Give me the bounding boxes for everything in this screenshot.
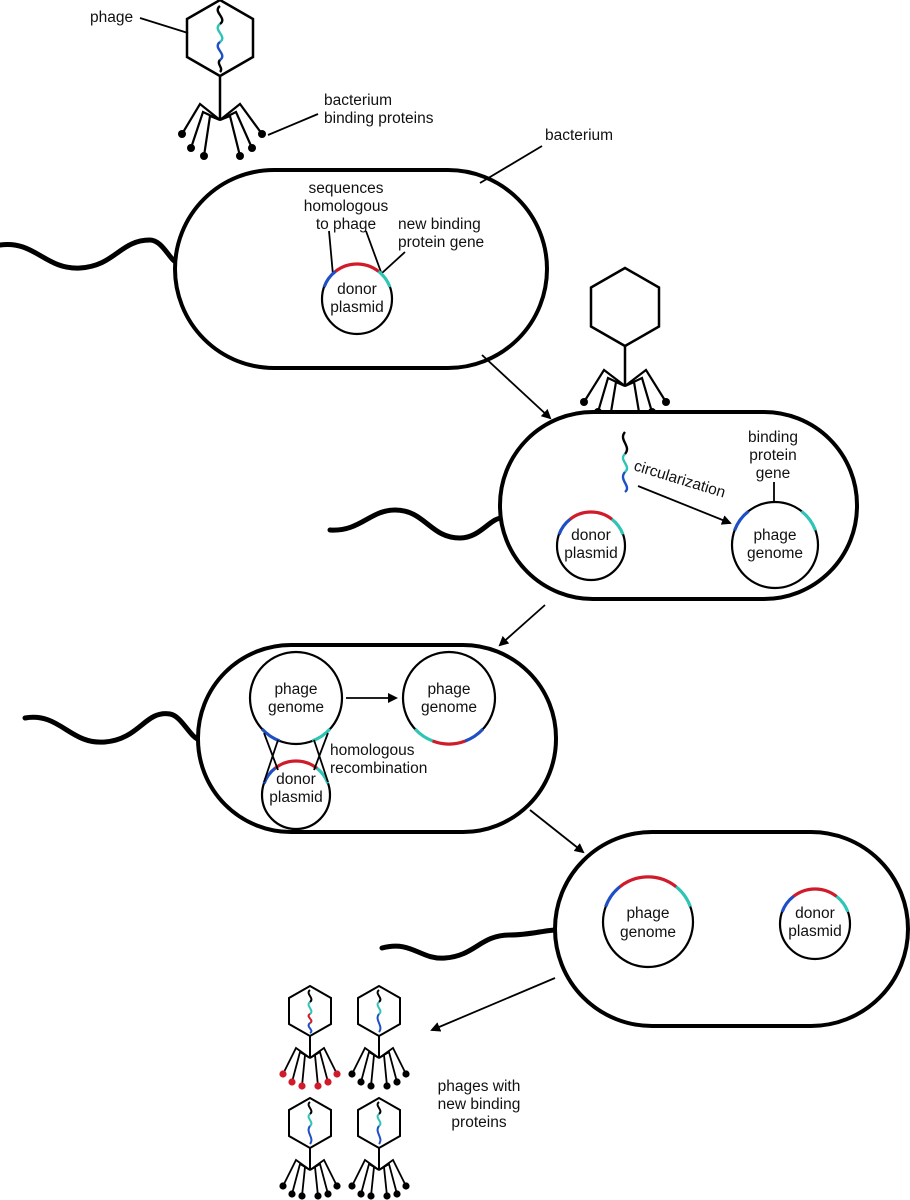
label-phage-genome-1: phage [626, 905, 669, 922]
plasmid-circle-icon [555, 510, 627, 582]
leader-new-gene [381, 251, 406, 274]
phage-icon [279, 984, 341, 1090]
label-phage-genome-2: genome [620, 924, 676, 941]
label-phage-genome-1: phage [274, 681, 317, 698]
label-binding-gene-1: binding [748, 429, 798, 446]
label-homologous-2: recombination [330, 760, 427, 777]
label-donor-1: donor [276, 771, 316, 788]
label-phage-genome-2: genome [421, 699, 477, 716]
label-phages-new-1: phages with [438, 1078, 521, 1095]
phage-icon [279, 1096, 341, 1200]
label-phage-genome-2: genome [268, 699, 324, 716]
arrow-icon [481, 354, 552, 420]
label-phage-genome-1: phage [753, 527, 796, 544]
label-phage-genome-2: genome [747, 545, 803, 562]
arrow-icon [529, 809, 585, 854]
label-donor-2: plasmid [269, 789, 322, 806]
label-binding-proteins-1: bacterium [324, 92, 392, 109]
arrow-icon [637, 485, 732, 525]
new-phages [279, 984, 410, 1200]
label-donor-2: plasmid [788, 923, 841, 940]
bacterium-cell-icon [196, 643, 558, 834]
label-new-gene-2: protein gene [398, 234, 484, 251]
phage-genome-circle-icon [401, 650, 497, 746]
leader-bacterium [479, 145, 543, 184]
phage-icon [348, 1096, 410, 1200]
flagellum-icon [327, 507, 505, 541]
label-sequences-3: to phage [316, 216, 376, 233]
label-bacterium: bacterium [545, 127, 613, 144]
leader-seq-right [365, 230, 382, 273]
phage-genome-circle-icon [730, 500, 820, 590]
leader-phage [139, 17, 189, 34]
label-homologous-1: homologous [330, 742, 415, 759]
leader-binding-proteins [267, 113, 319, 136]
label-phage: phage [90, 9, 133, 26]
label-sequences-1: sequences [309, 180, 384, 197]
label-phages-new-3: proteins [451, 1114, 506, 1131]
label-donor-1: donor [571, 527, 611, 544]
plasmid-circle-icon [260, 759, 332, 831]
phage-genome-circle-icon [248, 650, 344, 746]
label-binding-proteins-2: binding proteins [324, 110, 434, 127]
label-phage-genome-1: phage [427, 681, 470, 698]
leader-seq-left [328, 230, 334, 276]
phage-icon [178, 0, 266, 160]
label-donor-2: plasmid [564, 545, 617, 562]
injected-dna-icon [621, 431, 629, 493]
label-binding-gene-3: gene [756, 465, 790, 482]
label-binding-gene-2: protein [749, 447, 796, 464]
label-donor-2: plasmid [330, 299, 383, 316]
label-sequences-2: homologous [304, 198, 389, 215]
flagellum-icon [379, 927, 560, 961]
phage-genome-circle-icon [601, 875, 695, 969]
phage-icon [348, 984, 410, 1090]
label-donor-1: donor [795, 905, 835, 922]
flagellum-icon [22, 711, 203, 745]
label-phages-new-2: new binding [438, 1096, 521, 1113]
arrow-icon [430, 977, 556, 1032]
flagellum-icon [0, 237, 179, 271]
label-new-gene-1: new binding [398, 216, 481, 233]
phage-icon [580, 266, 670, 422]
label-donor-1: donor [337, 281, 377, 298]
arrow-icon [498, 604, 546, 647]
plasmid-circle-icon [778, 887, 852, 961]
plasmid-circle-icon [320, 262, 394, 336]
crossover-lines [263, 732, 329, 783]
